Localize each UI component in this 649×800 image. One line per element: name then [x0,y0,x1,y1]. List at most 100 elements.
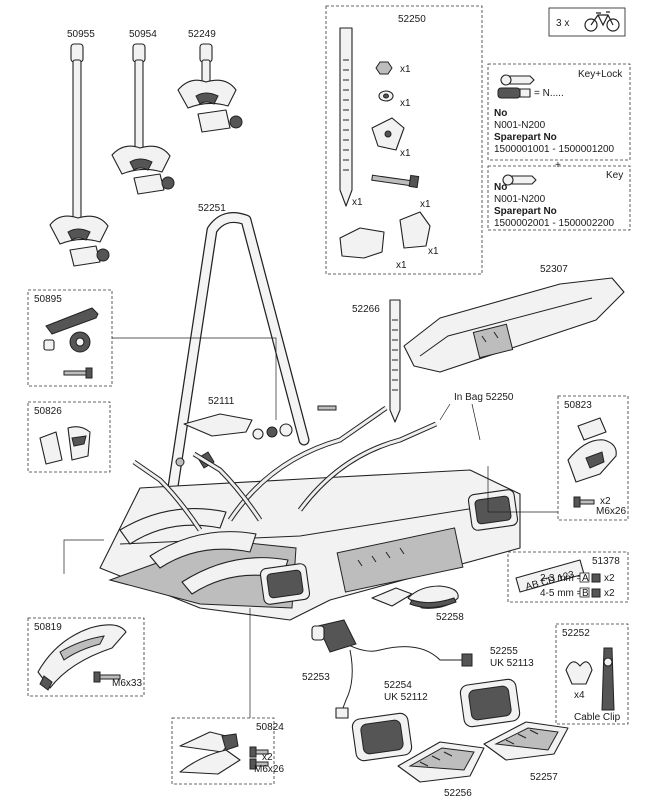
cable-clip-label: Cable Clip [574,712,621,723]
key-lock-no-label: No [494,108,507,119]
key-no-label: No [494,182,507,193]
key-icon [500,74,535,86]
qty-50824: x2 [262,752,273,763]
label-50824: 50824 [256,722,284,733]
key-lock-spare-range: 1500001001 - 1500001200 [494,144,615,155]
washer-52250 [378,90,394,102]
carrier-body [99,469,521,621]
label-50895: 50895 [34,294,62,305]
label-50826: 50826 [34,406,62,417]
bicycle-icon [584,11,620,32]
qty-nut: x1 [400,64,411,75]
label-50955: 50955 [67,29,95,40]
key-no-range: N001-N200 [494,194,546,205]
plate-51378-box [507,551,629,603]
long-arm-50955 [49,43,110,267]
qty-50823: x2 [600,496,611,507]
allen-key-50895 [45,307,99,335]
caps-50826 [39,426,91,465]
qty-clamp-b: x1 [428,246,439,257]
kit-52250-box [325,5,483,275]
key-box [487,165,631,231]
label-50819: 50819 [34,622,62,633]
strap-52266 [389,299,401,423]
label-uk52112: UK 52112 [384,692,428,703]
kit-50824-box [171,717,275,785]
lamp-52254 [351,712,413,762]
spacer-a-icon [591,573,601,583]
size-small-label: 2-3 mm = [540,573,583,584]
spacer-b-icon [591,588,601,598]
label-50954: 50954 [129,29,157,40]
qty-bracket: x1 [400,148,411,159]
label-52253: 52253 [302,672,330,683]
screw-size-50819: M6x33 [112,678,142,689]
kit-50826-box [27,401,111,473]
label-50823: 50823 [564,400,592,411]
key-spare-label: Sparepart No [494,206,557,217]
size-large-label: 4-5 mm = [540,588,583,599]
key-spare-icon [502,174,537,186]
kit-50823-box [557,395,629,521]
nut-52250 [375,61,393,75]
kit-50819-box [27,617,145,697]
key-lock-title: Key+Lock [578,69,623,80]
label-52249: 52249 [188,29,216,40]
strap-52250 [339,27,353,207]
label-52307: 52307 [540,264,568,275]
screw-50824 [249,746,269,770]
bracket-52250 [371,117,405,151]
light-bar-52307 [403,277,625,373]
frame-52251 [162,212,310,526]
foot-52258 [407,585,459,609]
bike-count-badge: 3 x [548,7,626,37]
label-52256: 52256 [444,788,472,799]
bolt-52250 [371,174,420,189]
short-arm-52249 [177,43,243,133]
lamp-52255 [459,678,521,728]
key-lock-no-range: N001-N200 [494,120,546,131]
label-52266: 52266 [352,304,380,315]
lead-50826 [63,539,104,574]
cable-clip-52252 [565,647,615,711]
long-arm-50954 [111,43,175,195]
kit-52252-box [555,623,629,725]
letter-a: A [582,573,589,584]
cover-50824 [179,731,241,775]
lead-50895 [112,337,277,420]
label-52250: 52250 [398,14,426,25]
plus-sign: + [555,160,561,171]
in-bag-label: In Bag 52250 [454,392,514,403]
label-52257: 52257 [530,772,558,783]
label-52251: 52251 [198,203,226,214]
screw-50819 [93,671,121,683]
lead-in-bag [439,403,481,441]
qty-size-large: x2 [604,588,615,599]
lead-50823 [487,466,558,513]
key-lock-spare-label: Sparepart No [494,132,557,143]
key-spare-range: 1500002001 - 1500002200 [494,218,615,229]
qty-clamp-a: x1 [396,260,407,271]
label-52258: 52258 [436,612,464,623]
label-52111: 52111 [208,396,235,407]
letter-b: B [582,588,589,599]
qty-size-small: x2 [604,573,615,584]
key-title: Key [606,170,623,181]
screw-size-50823: M6x26 [596,506,626,517]
key-lock-code: = N..... [534,88,564,99]
clamp-52250 [339,211,431,259]
label-52252: 52252 [562,628,590,639]
knob-50895 [43,331,91,353]
base-52257 [483,721,569,761]
qty-52252: x4 [574,690,585,701]
end-cap-50819 [37,624,127,691]
qty-bolt: x1 [420,199,431,210]
key-lock-box [487,63,631,161]
screw-size-50824: M6x26 [254,764,284,775]
qty-strap: x1 [352,197,363,208]
cable-52253 [311,619,473,719]
label-52254: 52254 [384,680,412,691]
screw-50895 [63,367,93,379]
label-52255: 52255 [490,646,518,657]
